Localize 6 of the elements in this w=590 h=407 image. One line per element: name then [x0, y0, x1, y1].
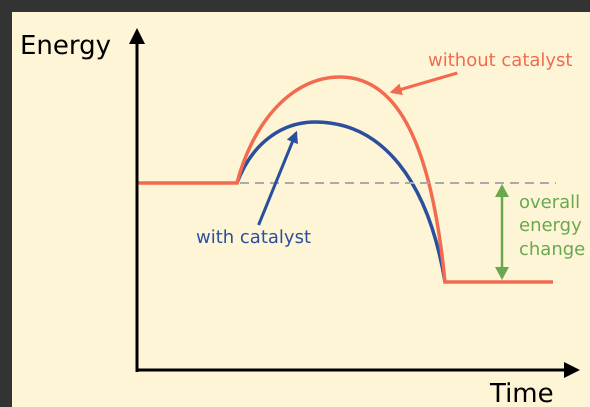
curve-label: without catalyst — [428, 50, 572, 71]
axis-title: Energy — [20, 30, 112, 63]
curve-label: with catalyst — [196, 227, 312, 248]
axis-title: Time — [490, 378, 554, 407]
leader-arrow — [390, 72, 458, 96]
leader-arrow — [257, 130, 298, 226]
